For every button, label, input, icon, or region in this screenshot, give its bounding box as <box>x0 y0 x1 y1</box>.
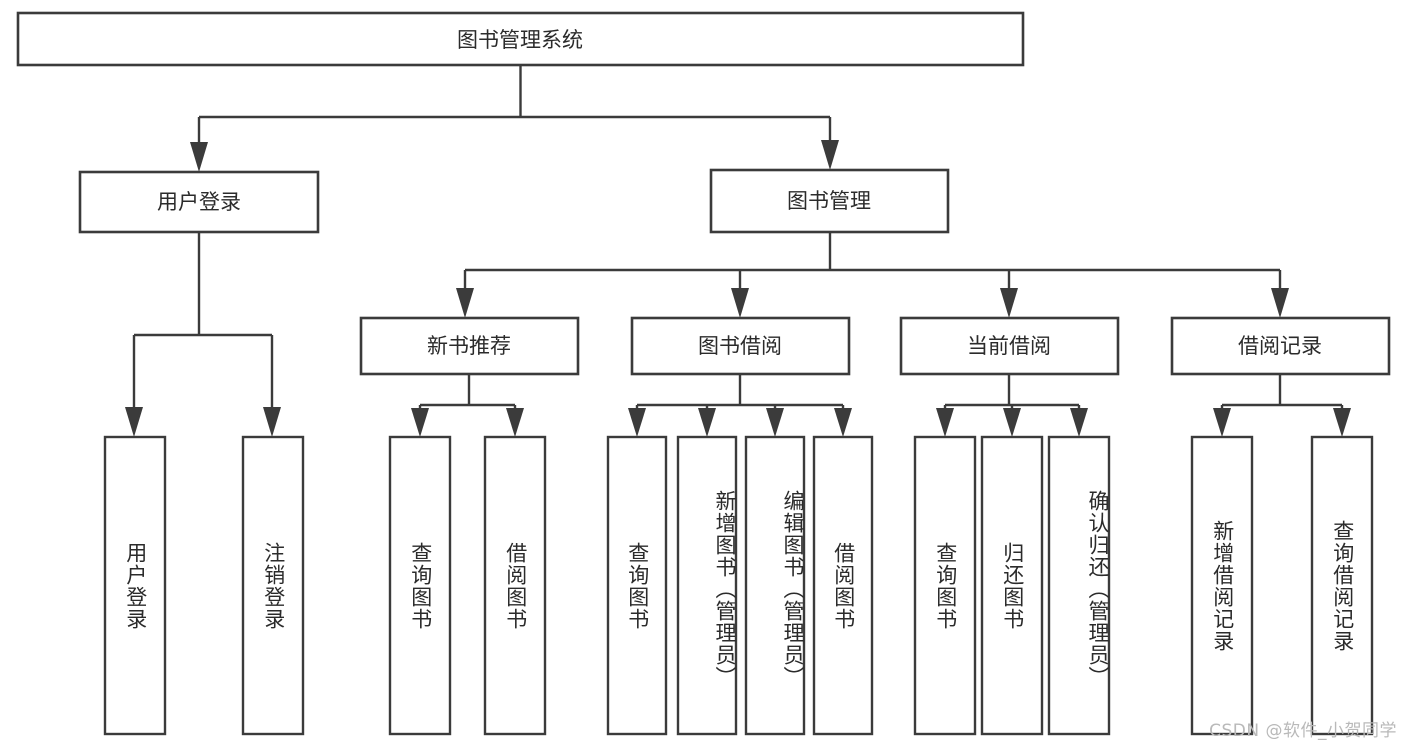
node-borrow-add-book-rect[interactable] <box>676 435 738 736</box>
node-user-login-rect[interactable] <box>78 170 320 234</box>
node-user-login-label: 用户登录 <box>157 190 241 214</box>
node-record-add-rect[interactable] <box>1190 435 1254 736</box>
node-book-manage-label: 图书管理 <box>787 189 871 213</box>
arrow-head-record-query <box>1333 408 1351 437</box>
arrow-head-current-borrow <box>1000 288 1018 318</box>
arrow-head-user-login-do <box>125 407 143 437</box>
node-borrow-record-rect[interactable] <box>1170 316 1391 376</box>
node-root-label: 图书管理系统 <box>457 28 583 52</box>
node-borrow-query-book-rect[interactable] <box>606 435 668 736</box>
arrow-head-current-return-book <box>1003 408 1021 437</box>
arrow-head-borrow-add-book <box>698 408 716 437</box>
arrow-head-recommend-query-book <box>411 408 429 437</box>
arrow-head-recommend-borrow-book <box>506 408 524 437</box>
node-new-book-recommend-rect[interactable] <box>359 316 580 376</box>
node-current-return-book-rect[interactable] <box>980 435 1044 736</box>
arrow-head-borrow-query-book <box>628 408 646 437</box>
node-borrow-borrow-book-rect[interactable] <box>812 435 874 736</box>
node-book-manage-rect[interactable] <box>709 168 950 234</box>
node-current-borrow-label: 当前借阅 <box>967 334 1051 358</box>
node-new-book-recommend-label: 新书推荐 <box>427 334 511 358</box>
node-current-confirm-return-rect[interactable] <box>1047 435 1111 736</box>
node-record-query-rect[interactable] <box>1310 435 1374 736</box>
node-recommend-query-book-rect[interactable] <box>388 435 452 736</box>
node-new-book-recommend[interactable]: 新书推荐 <box>359 316 580 376</box>
arrow-head-book-borrow <box>731 288 749 318</box>
node-borrow-record[interactable]: 借阅记录 <box>1170 316 1391 376</box>
node-borrow-record-label: 借阅记录 <box>1238 334 1322 358</box>
node-book-borrow[interactable]: 图书借阅 <box>630 316 851 376</box>
node-user-login[interactable]: 用户登录 <box>78 170 320 234</box>
node-root-rect[interactable] <box>16 11 1025 67</box>
node-root[interactable]: 图书管理系统 <box>16 11 1025 67</box>
node-recommend-borrow-book-rect[interactable] <box>483 435 547 736</box>
node-current-borrow-rect[interactable] <box>899 316 1120 376</box>
arrow-head-borrow-edit-book <box>766 408 784 437</box>
arrow-head-current-confirm-return <box>1070 408 1088 437</box>
node-borrow-edit-book-rect[interactable] <box>744 435 806 736</box>
csdn-watermark: CSDN @软件_小贺同学 <box>1209 721 1397 741</box>
node-layer: 图书管理系统 用户登录 图书管理 新书推荐 图书借阅 <box>16 11 1391 736</box>
arrow-head-book-manage <box>821 140 839 170</box>
node-book-borrow-label: 图书借阅 <box>698 334 782 358</box>
arrow-head-user-login <box>190 142 208 172</box>
arrow-head-user-logout <box>263 407 281 437</box>
arrow-head-current-query-book <box>936 408 954 437</box>
node-user-logout-rect[interactable] <box>241 435 305 736</box>
arrow-head-borrow-borrow-book <box>834 408 852 437</box>
arrow-head-new-book-recommend <box>456 288 474 318</box>
node-book-borrow-rect[interactable] <box>630 316 851 376</box>
arrow-head-record-add <box>1213 408 1231 437</box>
arrow-head-borrow-record <box>1271 288 1289 318</box>
connector-layer <box>125 65 1351 437</box>
node-current-query-book-rect[interactable] <box>913 435 977 736</box>
node-book-manage[interactable]: 图书管理 <box>709 168 950 234</box>
node-user-login-do-rect[interactable] <box>103 435 167 736</box>
node-current-borrow[interactable]: 当前借阅 <box>899 316 1120 376</box>
